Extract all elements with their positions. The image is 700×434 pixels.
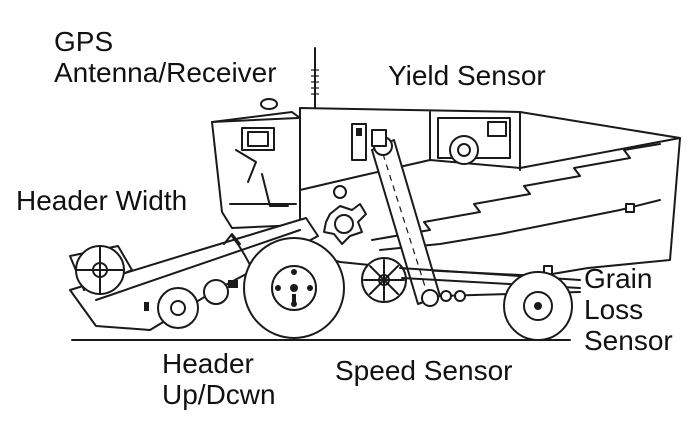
header xyxy=(69,217,319,331)
cleaning-fan xyxy=(361,257,407,303)
speed-sensor-label: Speed Sensor xyxy=(335,355,513,386)
yield-sensor-label: Yield Sensor xyxy=(388,60,546,91)
grain-loss-label-line-3: Sensor xyxy=(584,325,673,356)
rear-wheel xyxy=(503,271,573,341)
threshing-unit xyxy=(323,185,367,245)
gps-antenna xyxy=(311,47,319,109)
grain-loss-label-line-1: Grain xyxy=(584,263,653,294)
gps-receiver-dome xyxy=(260,98,278,110)
front-wheel xyxy=(243,237,345,339)
grain-elevator xyxy=(351,123,441,307)
cab xyxy=(211,111,301,229)
gps-label-line-1: GPS xyxy=(54,26,114,57)
gps-label: GPS Antenna/Receiver xyxy=(54,26,277,88)
grain-loss-label-line-2: Loss xyxy=(584,294,644,325)
header-width-label: Header Width xyxy=(16,185,188,216)
header-updown-label-line-2: Up/Dcwn xyxy=(162,379,276,410)
grain-loss-sensor-label: Grain Loss Sensor xyxy=(584,263,673,356)
header-updown-label: Header Up/Dcwn xyxy=(162,348,276,410)
header-updown-label-line-1: Header xyxy=(162,348,254,379)
gps-label-line-2: Antenna/Receiver xyxy=(54,57,277,88)
